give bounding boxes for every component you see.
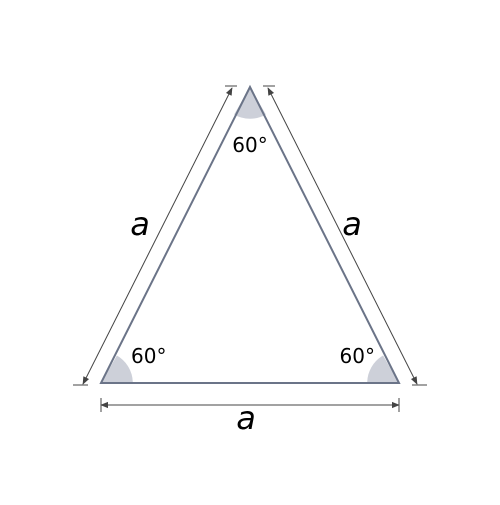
angle-wedge-top	[234, 87, 266, 119]
angle-label-top: 60°	[232, 133, 267, 157]
side-label-right: a	[342, 205, 362, 243]
side-label-bottom: a	[236, 399, 256, 437]
angle-label-bottom-left: 60°	[131, 344, 166, 368]
side-label-left: a	[130, 205, 150, 243]
left-dimension-arrow	[82, 87, 233, 385]
right-dimension-arrow	[267, 87, 418, 385]
angle-wedge-bottom-left	[101, 355, 133, 383]
angle-label-bottom-right: 60°	[340, 344, 375, 368]
